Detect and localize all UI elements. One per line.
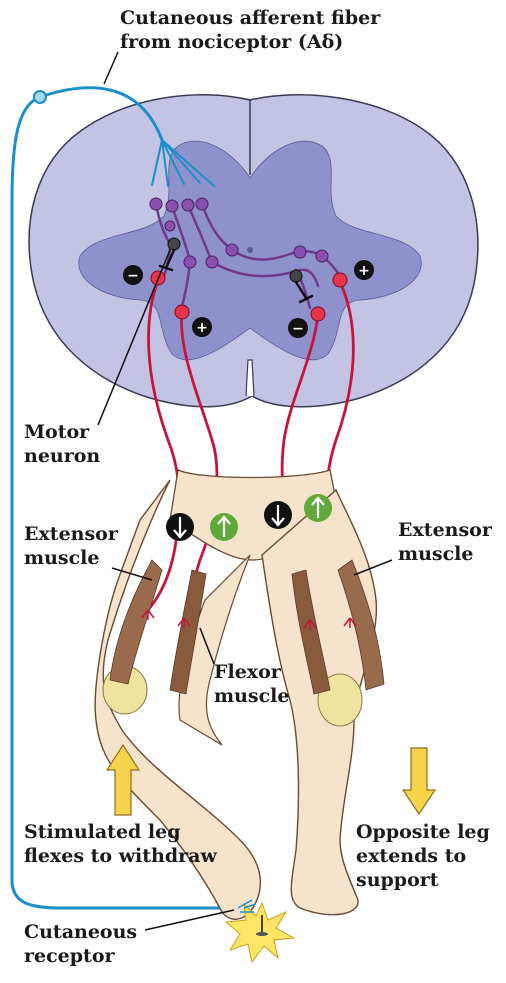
- left-extensor-inhibited-icon: [166, 513, 194, 541]
- flexor-label-line2: muscle: [214, 685, 290, 707]
- motor-axon-left-extensor: [146, 278, 181, 612]
- afferent-label-line2: from nociceptor (Aδ): [120, 31, 343, 53]
- svg-text:+: +: [196, 320, 208, 336]
- sign-inhibit-right: −: [288, 318, 308, 338]
- svg-text:+: +: [358, 263, 370, 279]
- sign-inhibit-left: −: [123, 265, 143, 285]
- right-extensor-muscle: [337, 559, 385, 691]
- stimulated-label-line2: flexes to withdraw: [24, 845, 217, 867]
- motor-neuron-cell-bodies: [150, 270, 348, 322]
- extensor-left-label-line1: Extensor: [24, 523, 119, 545]
- stimulated-label-line1: Stimulated leg: [24, 821, 181, 843]
- central-canal: [247, 247, 253, 253]
- motor-label-line2: neuron: [24, 445, 100, 467]
- extensor-right-label-line1: Extensor: [398, 519, 493, 541]
- right-flexor-muscle: [291, 569, 331, 695]
- afferent-fiber: [10, 86, 254, 910]
- support-down-arrow: [401, 747, 437, 816]
- left-extensor-muscle: [109, 559, 163, 685]
- motor-label-line1: Motor: [24, 421, 90, 443]
- extensor-left-label-line2: muscle: [24, 547, 100, 569]
- svg-text:−: −: [292, 321, 304, 337]
- sign-excite-left: +: [192, 317, 212, 337]
- right-extensor-excited-icon: [304, 494, 332, 522]
- spinal-cord: [28, 94, 479, 408]
- cutaneous-receptor: [224, 899, 296, 964]
- muscles: [109, 559, 385, 695]
- anterior-median-fissure: [245, 359, 255, 397]
- opposite-label-line3: support: [356, 869, 439, 891]
- motor-neuron-right-flexor: [310, 306, 326, 322]
- left-leg-stimulated: [94, 479, 261, 920]
- withdraw-up-arrow: [105, 743, 141, 816]
- interneuron-cell-bodies: [149, 197, 329, 269]
- labels: Cutaneous afferent fiber from nociceptor…: [24, 7, 493, 967]
- afferent-fiber-main-loop: [10, 86, 254, 910]
- left-flexor-excited-icon: [210, 513, 238, 541]
- afferent-branches: [151, 139, 215, 187]
- leader-lines: [97, 51, 393, 931]
- extensor-right-label-line2: muscle: [398, 543, 474, 565]
- right-flexor-inhibited-icon: [264, 501, 292, 529]
- motor-neuron-left-flexor: [174, 304, 190, 320]
- afferent-cell-body: [33, 90, 47, 104]
- afferent-label-line1: Cutaneous afferent fiber: [120, 7, 381, 29]
- receptor-label-line2: receptor: [24, 945, 115, 967]
- motor-neuron-right-extensor: [332, 272, 348, 288]
- sign-excite-right: +: [354, 260, 374, 280]
- left-flexor-muscle: [169, 569, 207, 695]
- motor-endplates: [141, 609, 357, 630]
- receptor-label-line1: Cutaneous: [24, 921, 137, 943]
- svg-text:−: −: [127, 268, 139, 284]
- inhibitory-synapse-terminals: [158, 248, 314, 304]
- flexor-label-line1: Flexor: [214, 661, 282, 683]
- opposite-label-line1: Opposite leg: [356, 821, 490, 843]
- opposite-label-line2: extends to: [356, 845, 466, 867]
